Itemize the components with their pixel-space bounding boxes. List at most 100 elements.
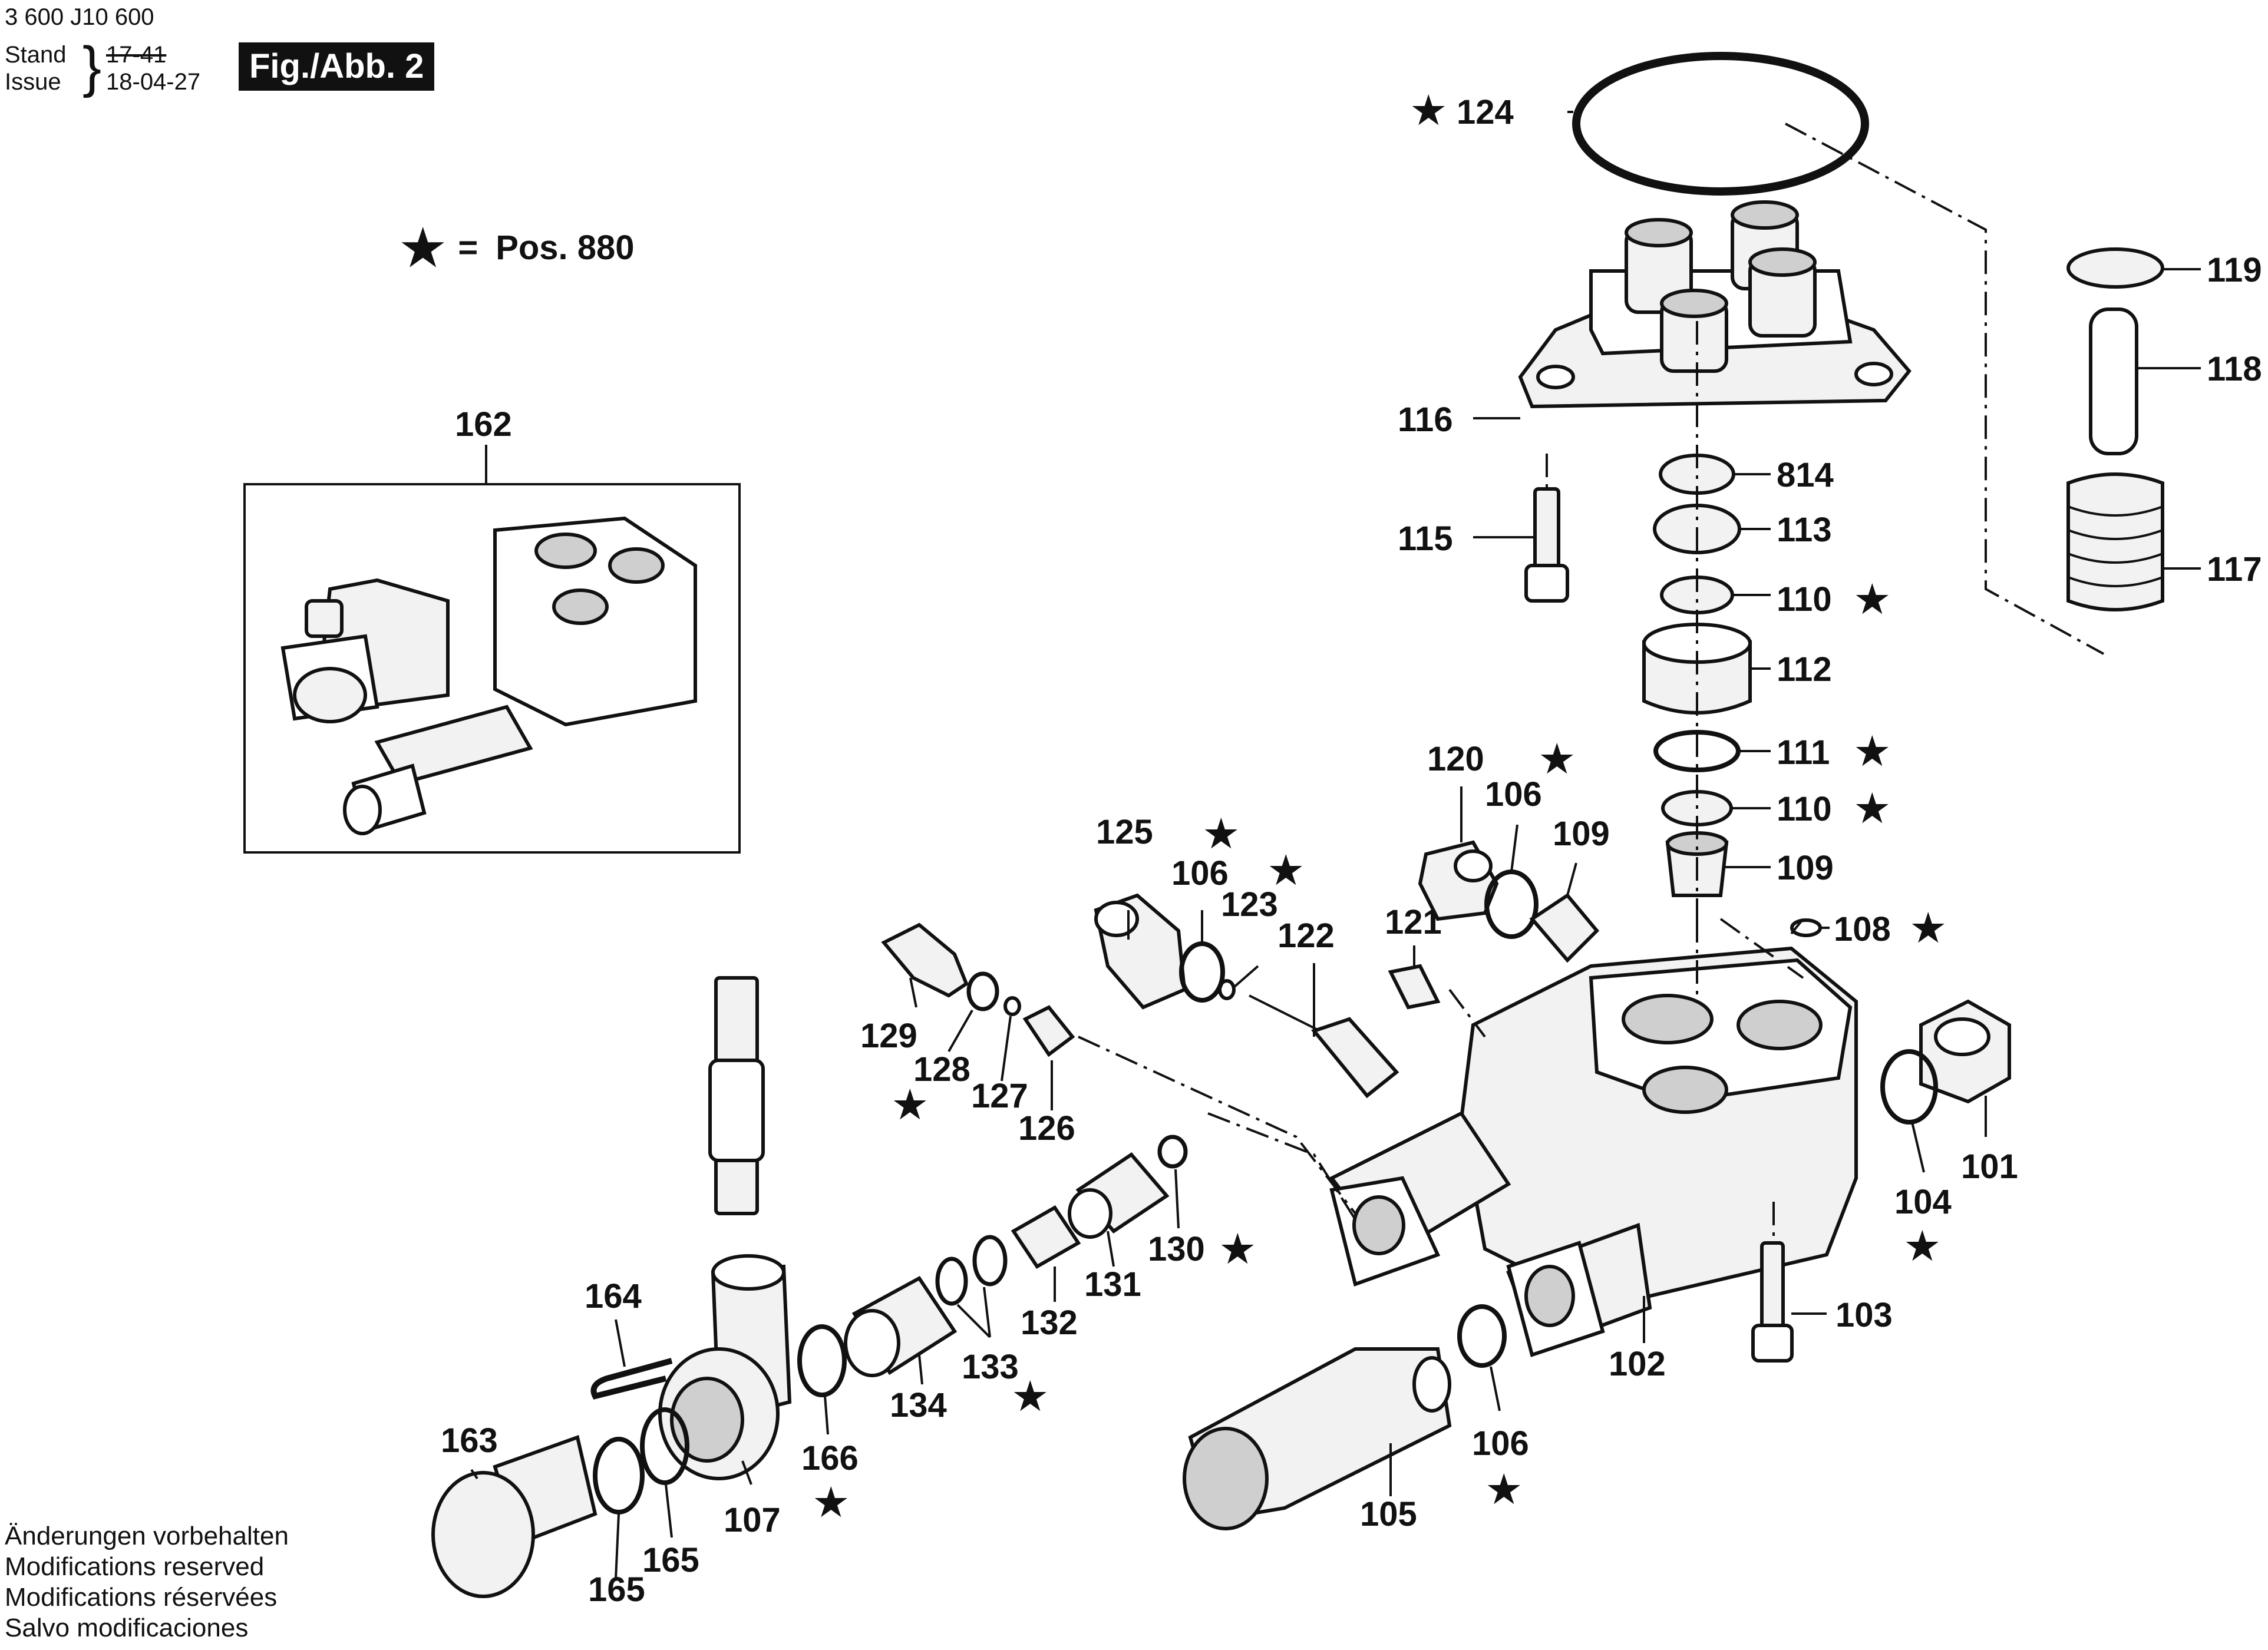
callout-111-star: ★ <box>1853 726 1891 776</box>
part-122-needle <box>1249 994 1399 1099</box>
part-105-extension <box>1183 1347 1452 1530</box>
part-106-ring-b <box>1179 941 1225 1003</box>
leader-lines <box>470 111 2201 1579</box>
part-130-ring <box>1157 1135 1188 1169</box>
part-126-spring <box>1022 1005 1075 1057</box>
callout-123: 123 <box>1221 885 1278 924</box>
part-117-spring <box>2066 472 2164 611</box>
callout-113: 113 <box>1777 511 1832 549</box>
part-118-piston <box>2089 307 2138 455</box>
callout-125: 125 <box>1096 813 1153 851</box>
part-134-valve-body <box>844 1276 958 1377</box>
callout-129: 129 <box>860 1017 917 1055</box>
callout-110-b: 110 <box>1777 790 1832 828</box>
callout-116: 116 <box>1398 401 1453 439</box>
callout-110-a: 110 <box>1777 580 1832 619</box>
callout-105: 105 <box>1360 1495 1417 1533</box>
legend-text: Pos. 880 <box>496 229 635 267</box>
part-109-valve-b <box>1529 893 1600 963</box>
part-120-plug <box>1418 840 1499 921</box>
part-106-ring-a <box>1484 869 1539 939</box>
callout-106-a: 106 <box>1485 775 1542 814</box>
callout-165-a: 165 <box>642 1541 699 1579</box>
callout-103: 103 <box>1835 1296 1893 1334</box>
part-101-plug <box>1919 999 2011 1104</box>
callout-110-a-star: ★ <box>1853 574 1891 624</box>
callout-128-star: ★ <box>891 1080 929 1129</box>
brace-symbol: } <box>82 35 102 98</box>
callout-134: 134 <box>890 1386 947 1424</box>
stand-value-struck: 17-41 <box>106 42 167 68</box>
modification-notes: Änderungen vorbehalten Modifications res… <box>5 1521 289 1644</box>
part-124-o-ring <box>1572 52 1869 196</box>
callout-166-star: ★ <box>812 1477 850 1527</box>
part-166-ring <box>797 1324 847 1397</box>
part-hose-pipe <box>708 976 765 1215</box>
callout-110-b-star: ★ <box>1853 783 1891 833</box>
part-108-small-ring <box>1790 918 1822 937</box>
callout-127: 127 <box>971 1077 1028 1115</box>
callout-166: 166 <box>801 1439 859 1477</box>
part-128-ring <box>966 971 999 1011</box>
note-german: Änderungen vorbehalten <box>5 1522 289 1550</box>
note-english: Modifications reserved <box>5 1552 265 1581</box>
inset-frame-162 <box>243 483 741 854</box>
callout-124: 124 <box>1457 93 1514 131</box>
part-106-ring-c <box>1457 1304 1507 1368</box>
callout-162: 162 <box>455 405 512 444</box>
part-129-nipple <box>881 922 969 998</box>
part-165-ring-b <box>593 1437 645 1515</box>
callout-121: 121 <box>1385 903 1442 941</box>
part-121-spring <box>1388 964 1441 1010</box>
legend-equals: = <box>458 229 478 267</box>
callout-130-star: ★ <box>1219 1224 1257 1274</box>
callout-106-c-star: ★ <box>1485 1464 1523 1514</box>
issue-value: 18-04-27 <box>106 69 201 95</box>
callout-117: 117 <box>2207 550 2262 588</box>
part-123-small-ring <box>1218 979 1236 1000</box>
part-164-clip <box>590 1358 673 1400</box>
part-104-ring <box>1880 1049 1938 1125</box>
part-133-ring-a <box>972 1235 1008 1287</box>
callout-133-star: ★ <box>1011 1371 1049 1421</box>
drawing-number: 3 600 J10 600 <box>5 4 154 30</box>
star-legend: ★=Pos. 880 <box>401 219 635 277</box>
callout-104-star: ★ <box>1903 1221 1942 1271</box>
callout-104: 104 <box>1894 1183 1952 1221</box>
part-115-bolt <box>1524 487 1569 603</box>
callout-165-b: 165 <box>588 1570 645 1609</box>
callout-124-star: ★ <box>1409 85 1448 135</box>
part-165-ring-a <box>640 1407 689 1485</box>
callout-115: 115 <box>1398 520 1453 558</box>
callout-109-a: 109 <box>1777 849 1834 887</box>
callout-106-b: 106 <box>1171 854 1229 892</box>
part-132-spring <box>1011 1205 1081 1269</box>
callout-163: 163 <box>441 1421 498 1460</box>
inset-pump-head-drawing <box>280 516 697 835</box>
callout-108: 108 <box>1834 910 1891 948</box>
callout-107: 107 <box>724 1501 781 1539</box>
part-125-fitting <box>1094 893 1187 1010</box>
figure-label: Fig./Abb. 2 <box>239 42 435 91</box>
callout-132: 132 <box>1021 1304 1078 1342</box>
part-163-plug <box>431 1435 597 1598</box>
part-133-ring-b <box>935 1256 968 1306</box>
callout-130: 130 <box>1148 1230 1205 1268</box>
part-102-pump-body <box>1329 946 1858 1357</box>
part-103-bolt <box>1751 1241 1794 1363</box>
part-107-hose-connector <box>658 1254 792 1480</box>
callout-108-star: ★ <box>1909 903 1947 953</box>
callout-123-star: ★ <box>1267 845 1305 895</box>
callout-labels: ★ 124 119 118 117 116 115 814 113 110 ★ … <box>441 85 2262 1609</box>
callout-126: 126 <box>1018 1109 1075 1148</box>
callout-814: 814 <box>1777 456 1834 494</box>
callout-111: 111 <box>1777 733 1830 772</box>
callout-119: 119 <box>2207 251 2262 289</box>
callout-106-c: 106 <box>1472 1424 1529 1463</box>
part-119-retainer <box>2066 247 2164 289</box>
stand-label: Stand <box>5 42 67 68</box>
callout-164: 164 <box>585 1277 642 1315</box>
callout-128: 128 <box>913 1050 970 1089</box>
callout-131: 131 <box>1084 1265 1141 1304</box>
